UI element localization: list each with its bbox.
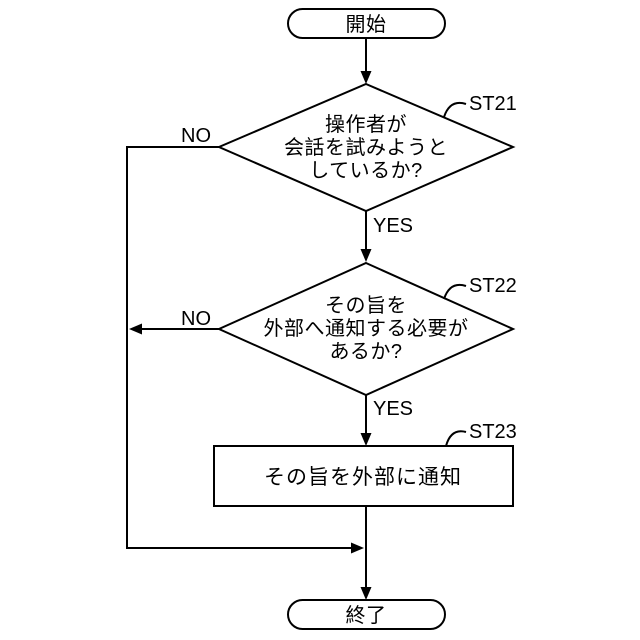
branch-st21-yes: YES [360, 211, 413, 262]
process-st23: その旨を外部に通知 ST23 [213, 421, 517, 507]
st22-leader-line [443, 283, 467, 300]
decision-st22-text-line2: 外部へ通知する必要が [264, 317, 469, 340]
decision-st22-text-line3: あるか? [329, 341, 402, 363]
arrowhead-down-icon [360, 249, 372, 262]
branch-st22-yes: YES [360, 395, 413, 446]
start-terminal: 開始 [287, 8, 446, 39]
arrowhead-down-icon [360, 433, 372, 446]
decision-st22-text-line1: その旨を [325, 294, 407, 317]
st21-ref-label: ST21 [469, 93, 517, 115]
decision-st22: その旨を 外部へ通知する必要が あるか? ST22 [216, 261, 517, 397]
st22-no-label: NO [181, 308, 211, 330]
arrowhead-down-icon [360, 587, 372, 600]
arrow-st23-to-end [360, 506, 372, 600]
end-terminal: 終了 [287, 599, 446, 630]
branch-st21-no: NO [126, 125, 364, 554]
decision-st21: 操作者が 会話を試みようと しているか? ST21 [216, 82, 517, 213]
arrowhead-down-icon [360, 71, 372, 84]
decision-st21-text-line3: しているか? [309, 160, 423, 182]
st22-yes-label: YES [373, 398, 413, 420]
process-st23-box [213, 445, 514, 507]
st22-ref-label: ST22 [469, 275, 517, 297]
st21-yes-label: YES [373, 215, 413, 237]
decision-st21-text-line2: 会話を試みようと [284, 136, 448, 159]
start-terminal-label: 開始 [346, 13, 387, 36]
st23-leader-line [445, 430, 467, 447]
st21-no-label: NO [181, 125, 211, 147]
arrowhead-left-icon [129, 323, 142, 335]
st21-leader-line [443, 101, 467, 118]
arrow-start-to-st21 [360, 38, 372, 84]
end-terminal-shape [287, 599, 446, 630]
st23-ref-label: ST23 [469, 421, 517, 443]
st21-no-line [126, 146, 351, 549]
end-terminal-label: 終了 [346, 604, 387, 627]
process-st23-label: その旨を外部に通知 [264, 466, 462, 489]
decision-st21-text-line1: 操作者が [325, 113, 407, 136]
arrowhead-right-icon [351, 542, 364, 554]
branch-st22-no: NO [129, 308, 219, 335]
